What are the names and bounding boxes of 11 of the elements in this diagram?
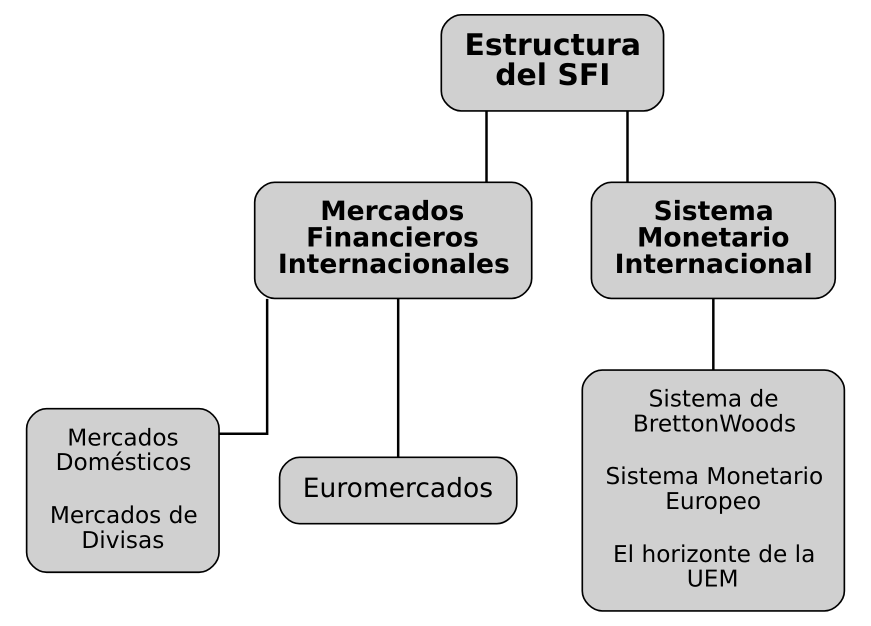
connector: [485, 111, 488, 182]
node-box: Mercados Financieros Internacionales: [254, 181, 533, 300]
connector: [626, 111, 629, 182]
node-box: Sistema de BrettonWoods Sistema Monetario Europeo El horizonte de la UEM: [581, 369, 846, 612]
node-box: Estructura del SFI: [440, 14, 664, 112]
node-box: Euromercados: [278, 456, 518, 524]
node-box: Mercados Domésticos Mercados de Divisas: [26, 408, 220, 574]
connector: [396, 299, 400, 457]
connector: [219, 298, 268, 435]
node-box: Sistema Monetario Internacional: [590, 181, 836, 300]
connector: [712, 299, 715, 370]
